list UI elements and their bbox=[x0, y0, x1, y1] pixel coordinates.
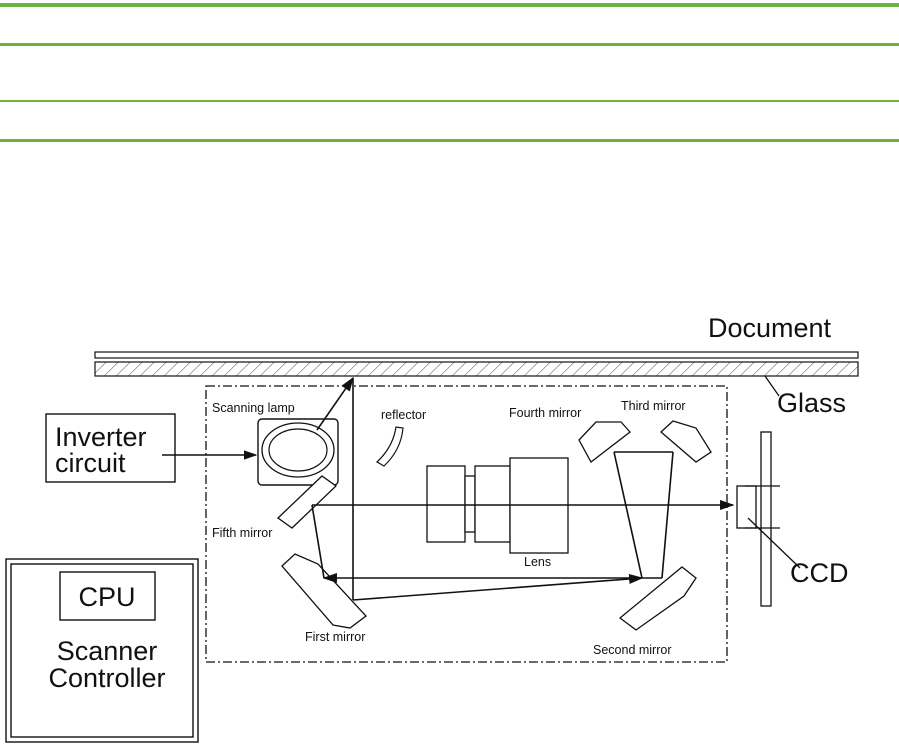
scanner-controller-inner bbox=[10, 563, 194, 738]
fifth-mirror-label: Fifth mirror bbox=[212, 526, 272, 540]
header-rule-3 bbox=[0, 100, 899, 102]
fourth-mirror bbox=[578, 421, 631, 463]
fourth-mirror-label: Fourth mirror bbox=[509, 406, 581, 420]
ccd-sensor bbox=[736, 485, 757, 529]
second-mirror bbox=[618, 566, 697, 631]
header-rule-bottom bbox=[0, 139, 899, 142]
glass-platen bbox=[94, 361, 859, 377]
ccd-board bbox=[760, 431, 772, 607]
third-mirror bbox=[660, 420, 712, 463]
document-sheet bbox=[94, 351, 859, 359]
lens-label: Lens bbox=[524, 555, 551, 569]
first-mirror bbox=[281, 553, 367, 629]
scanning-lamp-inner bbox=[268, 428, 328, 472]
header-rule-top bbox=[0, 3, 899, 7]
ccd-leader bbox=[747, 517, 801, 569]
controller-label-line1: Scanner bbox=[57, 636, 158, 666]
light-path bbox=[311, 376, 735, 601]
lens-element-3 bbox=[474, 465, 511, 543]
scanner-unit-frame bbox=[205, 385, 728, 663]
controller-label-line2: Controller bbox=[48, 663, 165, 693]
reflector-label: reflector bbox=[381, 408, 426, 422]
inverter-label-line2: circuit bbox=[55, 448, 126, 478]
inverter-circuit-box bbox=[45, 413, 176, 483]
third-mirror-label: Third mirror bbox=[621, 399, 686, 413]
lens-element-1 bbox=[426, 465, 466, 543]
scanning-lamp-outer bbox=[261, 422, 335, 478]
inverter-label-line1: Inverter bbox=[55, 422, 147, 452]
glass-leader bbox=[764, 375, 780, 397]
cpu-label: CPU bbox=[78, 582, 135, 612]
document-label: Document bbox=[708, 313, 832, 343]
second-mirror-label: Second mirror bbox=[593, 643, 672, 657]
fifth-mirror bbox=[276, 475, 338, 529]
glass-label: Glass bbox=[777, 388, 846, 418]
first-mirror-label: First mirror bbox=[305, 630, 365, 644]
header-rule-2 bbox=[0, 43, 899, 46]
ccd-label: CCD bbox=[790, 558, 849, 588]
cpu-box bbox=[59, 571, 156, 621]
reflector-shape bbox=[375, 426, 404, 467]
scanning-lamp-label: Scanning lamp bbox=[212, 401, 295, 415]
lens-element-2 bbox=[464, 475, 476, 533]
